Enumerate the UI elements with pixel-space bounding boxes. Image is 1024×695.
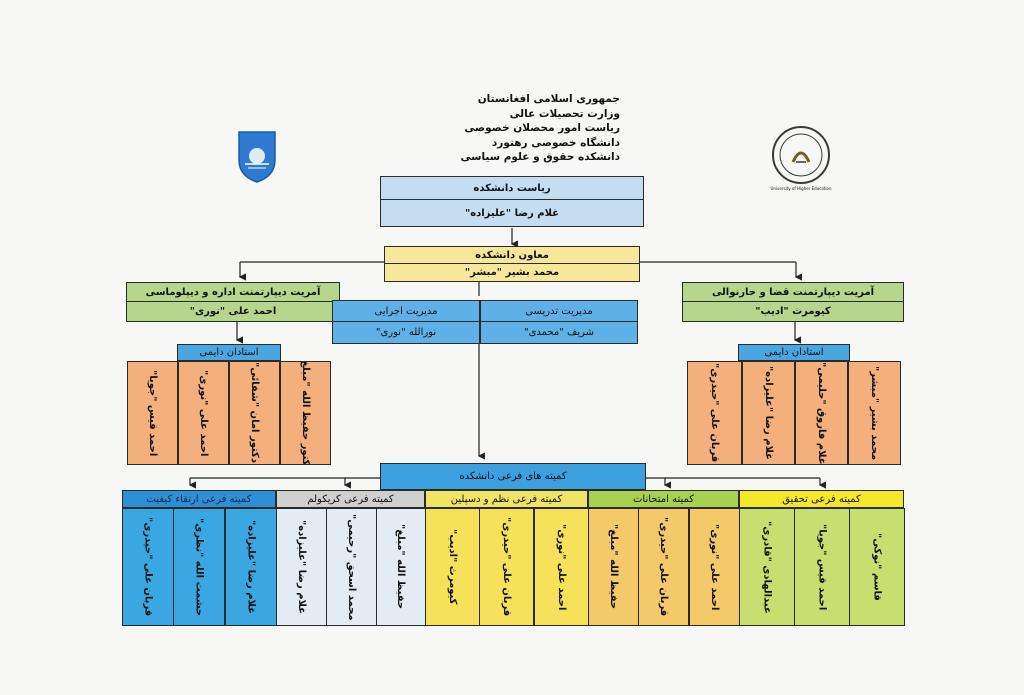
- teach-mgmt-title: مدیریت تدریسی: [480, 300, 638, 322]
- right-faculty-member: قربان علی "حیدری": [687, 361, 742, 465]
- committee-member-label: غلام رضا "علیزاده": [296, 520, 307, 614]
- committee-member: احمد علی "نوری": [689, 508, 740, 626]
- committee-member-label: محمد اسحق "رحیمی": [346, 513, 357, 621]
- left-faculty-member: احمد علی "نوری": [178, 361, 229, 465]
- header-line-4: دانشگاه خصوصی رهنورد: [491, 136, 620, 149]
- header-line-1: جمهوری اسلامی افغانستان: [477, 93, 620, 105]
- committee-member: حفیظ الله "مبلغ": [375, 508, 426, 626]
- right-faculty-title: استادان دایمی: [738, 344, 850, 361]
- committee-member: حفیظ الله "مبلغ": [588, 508, 639, 626]
- right-faculty-member: غلام رضا "علیزاده": [742, 361, 795, 465]
- header-line-2: وزارت تحصیلات عالی: [509, 107, 620, 120]
- left-faculty-member-label: احمد قیس "جویا": [147, 369, 158, 457]
- committee-member: محمد اسحق "رحیمی": [326, 508, 377, 626]
- left-faculty-member-label: احمد علی "نوری": [198, 369, 209, 457]
- deputy-name: محمد بشیر "مبشر": [384, 263, 640, 282]
- committee-member: حشمت الله "نظری": [173, 508, 225, 626]
- deputy-title: معاون دانشکده: [384, 246, 640, 264]
- committee-member: احمد علی "نوری": [534, 508, 589, 626]
- exec-mgmt-title: مدیریت اجرایی: [332, 300, 480, 322]
- dean-name: غلام رضا "علیزاده": [380, 199, 644, 227]
- right-dept-name: کیومرث "ادیب": [682, 301, 904, 322]
- committee-member-label: قاسم "نوکی": [871, 533, 883, 601]
- committee-title: کمیته فرعی ارتقاء کیفیت: [122, 490, 276, 508]
- committee-member-label: حفیظ الله "مبلغ": [395, 524, 406, 610]
- committee-title: کمیته فرعی تحقیق: [739, 490, 904, 508]
- committee-member: عبدالهادی "قادری": [739, 508, 795, 626]
- dean-title: ریاست دانشکده: [380, 176, 644, 200]
- right-logo-caption: University of Higher Education: [770, 186, 832, 191]
- left-faculty-member-label: دکتور امان "شفائی": [249, 362, 260, 464]
- committee-member: احمد قیس "جویا": [794, 508, 850, 626]
- university-seal-icon: [772, 126, 830, 184]
- committee-member: قربان علی "حیدری": [122, 508, 174, 626]
- left-faculty-member: دکتور امان "شفائی": [229, 361, 280, 465]
- exec-mgmt-name: نورالله "نوری": [332, 321, 480, 344]
- left-logo-shield: [236, 130, 278, 184]
- committee-member-label: احمد علی "نوری": [556, 523, 567, 611]
- committee-member-label: حفیظ الله "مبلغ": [608, 524, 619, 610]
- committee-member-label: قربان علی "حیدری": [501, 517, 512, 617]
- committee-member-label: قربان علی "حیدری": [142, 517, 154, 617]
- committee-title: کمیته امتحانات: [588, 490, 739, 508]
- header-line-5: دانشکده حقوق و علوم سیاسی: [460, 151, 620, 164]
- committee-member: غلام رضا "علیزاده": [225, 508, 277, 626]
- committee-member-label: قربان علی "حیدری": [658, 517, 669, 617]
- right-faculty-member-label: غلام فاروق "حلیمی": [816, 361, 827, 465]
- committee-member-label: حشمت الله "نظری": [193, 517, 205, 617]
- committee-member: قاسم "نوکی": [849, 508, 905, 626]
- right-logo-seal: University of Higher Education: [766, 124, 836, 194]
- committee-member-label: احمد علی "نوری": [709, 523, 720, 611]
- left-dept-title: آمریت دیپارتمنت اداره و دیپلوماسی: [126, 282, 340, 302]
- left-faculty-member-label: دکتور حفیظ الله "مبلغ": [300, 361, 311, 465]
- left-dept-name: احمد علی "نوری": [126, 301, 340, 322]
- committee-member: قربان علی "حیدری": [479, 508, 534, 626]
- committee-member-label: احمد قیس "جویا": [816, 523, 828, 611]
- right-faculty-member-label: قربان علی "حیدری": [709, 363, 720, 463]
- left-faculty-member: احمد قیس "جویا": [127, 361, 178, 465]
- committee-member: قربان علی "حیدری": [638, 508, 689, 626]
- committee-member-label: غلام رضا "علیزاده": [245, 520, 257, 614]
- right-faculty-member: غلام فاروق "حلیمی": [795, 361, 848, 465]
- committee-member-label: کیومرث "ادیب": [447, 529, 458, 605]
- right-faculty-member-label: محمد بشیر "مبشر": [869, 365, 880, 461]
- shield-emblem-icon: [238, 131, 276, 183]
- right-dept-title: آمریت دیپارتمنت قضا و حارنوالی: [682, 282, 904, 302]
- left-faculty-member: دکتور حفیظ الله "مبلغ": [280, 361, 331, 465]
- right-faculty-member: محمد بشیر "مبشر": [848, 361, 901, 465]
- header-line-3: ریاست امور محصلان خصوصی: [464, 122, 620, 135]
- header-block: جمهوری اسلامی افغانستان وزارت تحصیلات عا…: [440, 92, 620, 165]
- right-faculty-member-label: غلام رضا "علیزاده": [763, 366, 774, 460]
- teach-mgmt-name: شریف "محمدی": [480, 321, 638, 344]
- committee-member-label: عبدالهادی "قادری": [761, 520, 773, 614]
- subcommittees-title: کمیته های فرعی دانشکده: [380, 463, 646, 490]
- committee-member: کیومرث "ادیب": [425, 508, 480, 626]
- committee-member: غلام رضا "علیزاده": [276, 508, 327, 626]
- committee-title: کمیته فرعی کریکولم: [276, 490, 425, 508]
- committee-title: کمیته فرعی نظم و دسپلین: [425, 490, 588, 508]
- left-faculty-title: استادان دایمی: [177, 344, 281, 361]
